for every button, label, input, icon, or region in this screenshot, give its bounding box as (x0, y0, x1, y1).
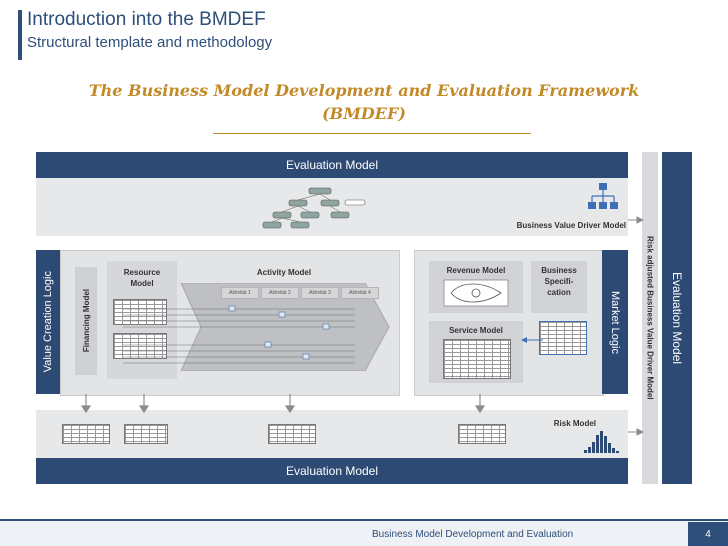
strip-arrows (628, 216, 644, 436)
revenue-model-label: Revenue Model (446, 266, 506, 275)
resource-table-2 (113, 333, 167, 359)
market-logic-bar: Market Logic (602, 250, 628, 394)
title-accent-bar (18, 10, 22, 60)
financing-model-label: Financing Model (81, 289, 91, 353)
risk-table-1 (62, 424, 110, 444)
slide-subtitle: Structural template and methodology (27, 34, 273, 51)
activity-tab-2: Aktivität 2 (261, 287, 299, 299)
risk-band: Risk Model (36, 410, 628, 458)
page-number: 4 (688, 522, 728, 546)
spec-arrow (521, 337, 543, 343)
activity-tabs: Aktivität 1 Aktivität 2 Aktivität 3 Akti… (221, 287, 381, 299)
specification-table (539, 321, 587, 355)
risk-adjusted-strip: Risk adjusted Business Value Driver Mode… (642, 152, 658, 484)
right-evaluation-label: Evaluation Model (670, 271, 684, 365)
risk-distribution-icon (584, 431, 619, 453)
market-logic-label: Market Logic (609, 290, 621, 354)
page-number-label: 4 (705, 528, 711, 540)
activity-model-area: Activity Model Aktivität 1 Aktivität 2 A… (123, 261, 390, 379)
framework-heading-abbrev: (BMDEF) (322, 104, 406, 123)
footer-bar (0, 521, 728, 546)
footer-line (0, 519, 728, 521)
top-evaluation-bar: Evaluation Model (36, 152, 628, 178)
risk-table-4 (458, 424, 506, 444)
resource-table-1 (113, 299, 167, 325)
heading-underline (213, 133, 531, 134)
business-specification-box: Business Speci­fi­cation (531, 261, 587, 313)
activity-tab-4: Aktivität 4 (341, 287, 379, 299)
value-creation-logic-bar: Value Creation Logic (36, 250, 60, 394)
risk-model-label: Risk Model (553, 419, 596, 428)
footer-text: Business Model Development and Evaluatio… (372, 529, 574, 540)
value-creation-logic-label: Value Creation Logic (42, 271, 54, 373)
right-evaluation-bar: Evaluation Model (662, 152, 692, 484)
activity-tab-1: Aktivität 1 (221, 287, 259, 299)
business-specification-label: Business Speci­fi­cation (541, 266, 577, 297)
bmdef-diagram: Evaluation Model (36, 152, 692, 484)
activity-connectors (123, 305, 355, 364)
top-evaluation-label: Evaluation Model (285, 158, 379, 172)
risk-adjusted-label: Risk adjusted Business Value Driver Mode… (645, 236, 655, 400)
flow-arrows (80, 394, 486, 414)
framework-heading: The Business Model Development and Evalu… (88, 81, 640, 100)
financing-model-box: Financing Model (75, 267, 97, 375)
business-value-driver-band: Business Value Driver Model (36, 178, 628, 236)
value-driver-tree-icon (262, 187, 366, 229)
org-chart-icon (588, 183, 618, 209)
risk-table-3 (268, 424, 316, 444)
resource-model-label: Resource Model (123, 268, 161, 288)
risk-table-2 (124, 424, 168, 444)
business-value-driver-label: Business Value Driver Model (516, 221, 626, 230)
bottom-evaluation-bar: Evaluation Model (36, 458, 628, 484)
value-creation-panel: Financing Model Resource Model Activity … (60, 250, 400, 396)
activity-model-label: Activity Model (256, 268, 312, 277)
resource-model-area: Resource Model (107, 261, 177, 379)
revenue-network-icon (443, 279, 509, 307)
service-model-label: Service Model (449, 326, 503, 335)
revenue-model-box: Revenue Model (429, 261, 523, 313)
bottom-evaluation-label: Evaluation Model (285, 464, 379, 478)
service-model-box: Service Model (429, 321, 523, 383)
service-table (443, 339, 511, 379)
activity-tab-3: Aktivität 3 (301, 287, 339, 299)
slide-title: Introduction into the BMDEF (27, 9, 266, 30)
market-panel: Revenue Model Business Speci­fi­cation S… (414, 250, 604, 396)
